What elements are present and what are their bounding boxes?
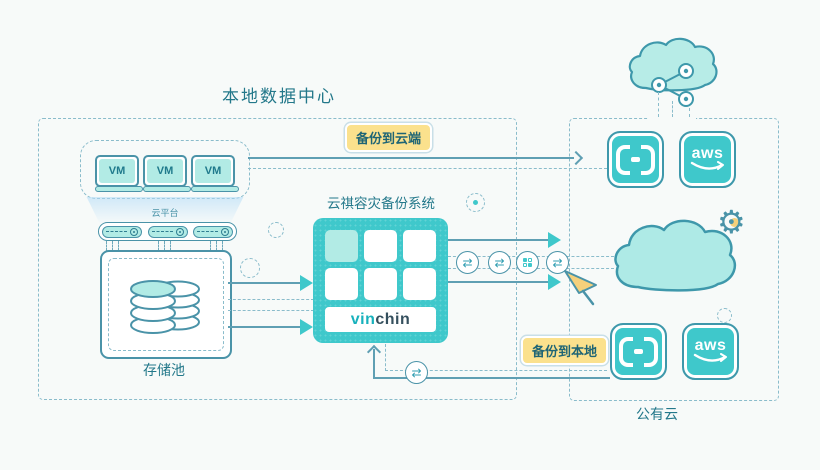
restore-dashed-line: [385, 370, 607, 371]
aliyun-icon: [607, 131, 664, 188]
bracket-logo: [619, 336, 658, 367]
backup-system-title: 云祺容灾备份系统: [327, 196, 435, 211]
cloud-platform-label: 云平台: [151, 208, 179, 218]
grid-cell: [364, 230, 397, 262]
aws-smile-icon: [690, 161, 724, 170]
transfer-node-icon: ⇄: [456, 251, 479, 274]
vm-laptop-icon: VM: [143, 155, 191, 192]
deco-circle: [717, 308, 732, 323]
server-node-icon: [147, 225, 188, 238]
transfer-node-icon: ⇄: [488, 251, 511, 274]
grid-cell: [403, 230, 436, 262]
arrow-right-icon: [300, 275, 313, 291]
storage-inner-border: [108, 258, 224, 351]
aws-icon: aws: [679, 131, 736, 188]
cloud-connector-dashed: [672, 101, 673, 117]
deco-circle: [268, 222, 284, 238]
laptop-base: [191, 186, 239, 192]
aws-icon: aws: [682, 323, 739, 380]
deco-circle-dot: [466, 193, 485, 212]
vm-label: VM: [195, 159, 231, 183]
bracket-logo: [616, 144, 655, 175]
arrow-right-icon: [548, 232, 561, 248]
vm-laptop-icon: VM: [95, 155, 143, 192]
grid-cell: [403, 268, 436, 300]
storage-pool-label: 存储池: [143, 362, 185, 378]
to-cloud-flow-line: [448, 239, 549, 241]
public-cloud-icon: [614, 219, 737, 292]
grid-cell: [364, 268, 397, 300]
aws-smile-icon: [693, 353, 727, 362]
aliyun-icon: [610, 323, 667, 380]
cloud-connector-dashed: [689, 108, 690, 117]
public-cloud-label: 公有云: [636, 406, 678, 422]
transfer-node-icon: ⇄: [405, 361, 428, 384]
vm-to-cloud-line: [248, 157, 574, 159]
zone-border-gap: [648, 116, 696, 120]
restore-flow-line: [373, 349, 375, 378]
backup-to-local-tag: 备份到本地: [521, 336, 609, 365]
server-legs: [106, 241, 119, 251]
cursor-pointer-icon: [564, 270, 597, 306]
database-disks-icon: [130, 280, 200, 334]
backup-flow-line: [228, 326, 302, 328]
host-server-bar: [98, 222, 237, 241]
to-cloud-flow-line: [448, 281, 549, 283]
appliance-grid: [325, 230, 436, 300]
grid-node-icon: [516, 251, 539, 274]
server-legs: [158, 241, 171, 251]
cloud-connector-dashed: [658, 92, 659, 117]
server-legs: [210, 241, 223, 251]
grid-cell: [325, 268, 358, 300]
vm-laptop-icon: VM: [191, 155, 239, 192]
data-link-dashed: [228, 310, 314, 311]
grid-cell: [325, 230, 358, 262]
laptop-base: [95, 186, 143, 192]
backup-to-cloud-tag: 备份到云端: [345, 123, 433, 152]
deco-circle: [240, 258, 260, 278]
local-datacenter-title: 本地数据中心: [222, 87, 336, 106]
server-node-icon: [193, 225, 233, 238]
vm-label: VM: [99, 159, 135, 183]
projection-beam: [86, 197, 244, 223]
gear-center-dot: [730, 218, 739, 227]
restore-dashed-line: [385, 344, 386, 371]
arrow-right-icon: [300, 319, 313, 335]
storage-pool-box: [100, 250, 232, 359]
gear-icon: ⚙: [717, 204, 746, 240]
vm-label: VM: [147, 159, 183, 183]
server-node-icon: [102, 225, 142, 238]
cloud-share-icon: [628, 37, 718, 107]
transfer-node-icon: ⇄: [546, 251, 569, 274]
vm-to-cloud-dashed: [248, 168, 607, 169]
data-link-dashed: [228, 299, 314, 300]
backup-flow-line: [228, 282, 302, 284]
restore-flow-line: [373, 377, 610, 379]
laptop-base: [143, 186, 191, 192]
arrow-right-icon: [548, 274, 561, 290]
